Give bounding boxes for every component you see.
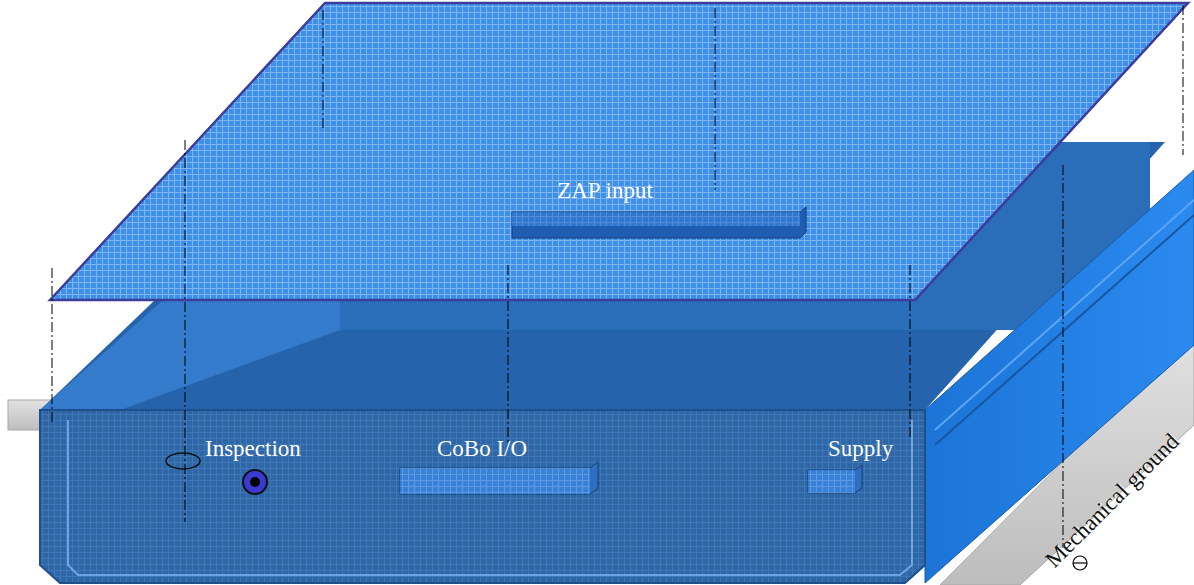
- part-label: Inspection: [205, 437, 301, 460]
- part-label: ZAP input: [557, 179, 653, 202]
- mesh-lid: [50, 3, 1188, 300]
- part-label: Supply: [828, 437, 893, 460]
- part-label: CoBo I/O: [437, 437, 527, 460]
- alignment-lines: [52, 5, 1183, 548]
- ground-symbol: [1073, 556, 1087, 570]
